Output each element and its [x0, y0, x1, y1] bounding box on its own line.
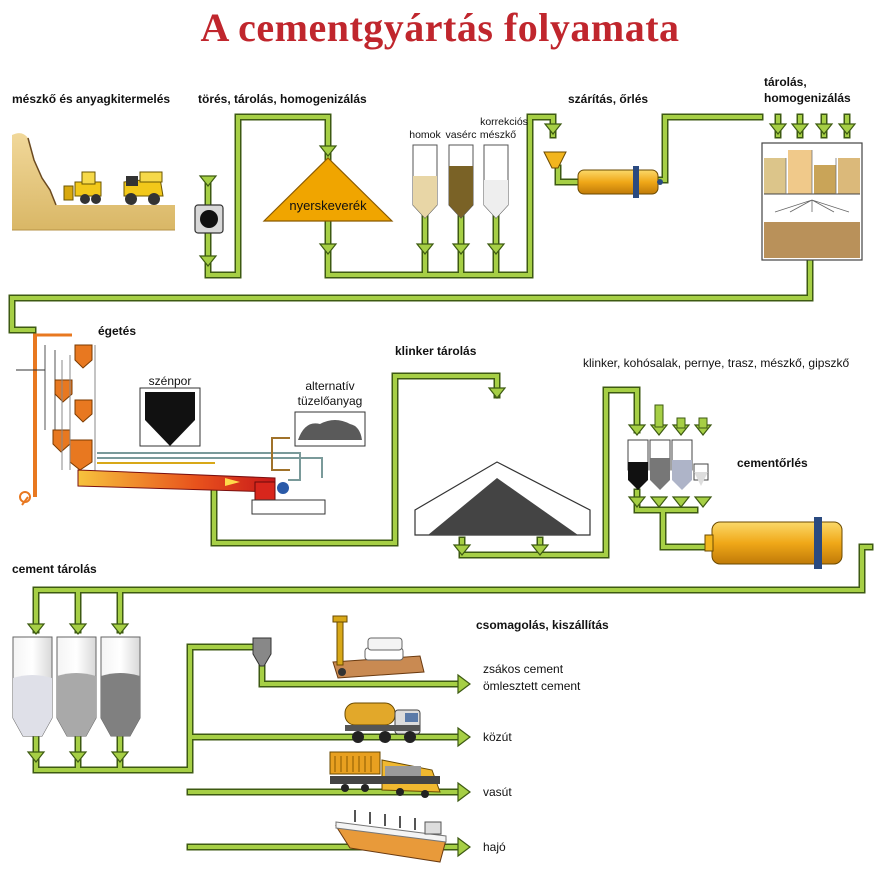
- stage-storage-label-1: tárolás,: [764, 75, 807, 89]
- coal-dust-bin: [139, 387, 201, 447]
- clinker-storage-shed: [414, 461, 591, 536]
- stage-packaging-label: csomagolás, kiszállítás: [476, 618, 609, 632]
- bagging-hopper-icon: [252, 637, 272, 667]
- stage-quarrying-label: mészkő és anyagkitermelés: [12, 92, 171, 106]
- alt-fuel-label-2: tüzelőanyag: [298, 394, 363, 408]
- stage-crushing-label: törés, tárolás, homogenizálás: [198, 92, 367, 106]
- stage-drying-label: szárítás, őrlés: [568, 92, 649, 106]
- sand-silo: [412, 144, 438, 219]
- raw-mixer-hopper: [262, 157, 394, 222]
- cement-mill: [704, 517, 843, 569]
- page-title: A cementgyártás folyamata: [200, 5, 680, 50]
- pallet-bags-icon: [332, 615, 425, 679]
- quarry-illustration: [12, 133, 175, 231]
- raw-meal-storage: [761, 142, 863, 261]
- crusher-icon: [194, 204, 224, 234]
- dispatch-road-label: közút: [483, 730, 512, 744]
- stage-additives-label: klinker, kohósalak, pernye, trasz, mészk…: [583, 356, 850, 370]
- cement-silo-2: [56, 636, 97, 737]
- flow-arrows: [26, 123, 857, 858]
- additive-bins: [627, 439, 709, 490]
- raw-mill-feeder: [543, 151, 567, 169]
- rotary-kiln: [77, 469, 326, 515]
- raw-mill: [577, 166, 663, 198]
- fuel-lines: [97, 437, 323, 481]
- ship-icon: [335, 810, 447, 863]
- dispatch-bagged-label: zsákos cement: [483, 662, 564, 676]
- preheater-tower: [16, 333, 96, 506]
- dispatch-rail-label: vasút: [483, 785, 512, 799]
- correction-label-1: korrekciós: [480, 116, 528, 128]
- stage-burning-label: égetés: [98, 324, 137, 338]
- stage-clinker-storage-label: klinker tárolás: [395, 344, 477, 358]
- stage-cement-storage-label: cement tárolás: [12, 562, 97, 576]
- iron-ore-silo: [448, 144, 474, 219]
- additive-feeds: [654, 404, 708, 429]
- alt-fuel-label-1: alternatív: [305, 379, 354, 393]
- cement-silo-3: [100, 636, 141, 737]
- dispatch-ship-label: hajó: [483, 840, 506, 854]
- coal-dust-label: szénpor: [149, 374, 192, 388]
- dump-truck-icon: [123, 171, 164, 205]
- dispatch-bulk-label: ömlesztett cement: [483, 679, 581, 693]
- tanker-truck-icon: [344, 702, 421, 743]
- sand-label: homok: [409, 129, 441, 141]
- correction-limestone-silo: [483, 144, 509, 219]
- iron-ore-label: vasérc: [446, 129, 477, 141]
- raw-mixer-label: nyerskeverék: [289, 198, 367, 213]
- stage-cement-grinding-label: cementőrlés: [737, 456, 808, 470]
- cement-silo-1: [12, 636, 53, 737]
- train-icon: [329, 751, 441, 798]
- bulldozer-icon: [63, 171, 102, 204]
- stage-storage-label-2: homogenizálás: [764, 91, 851, 105]
- alternative-fuel-pile: [294, 411, 366, 447]
- correction-label-2: mészkő: [480, 129, 516, 141]
